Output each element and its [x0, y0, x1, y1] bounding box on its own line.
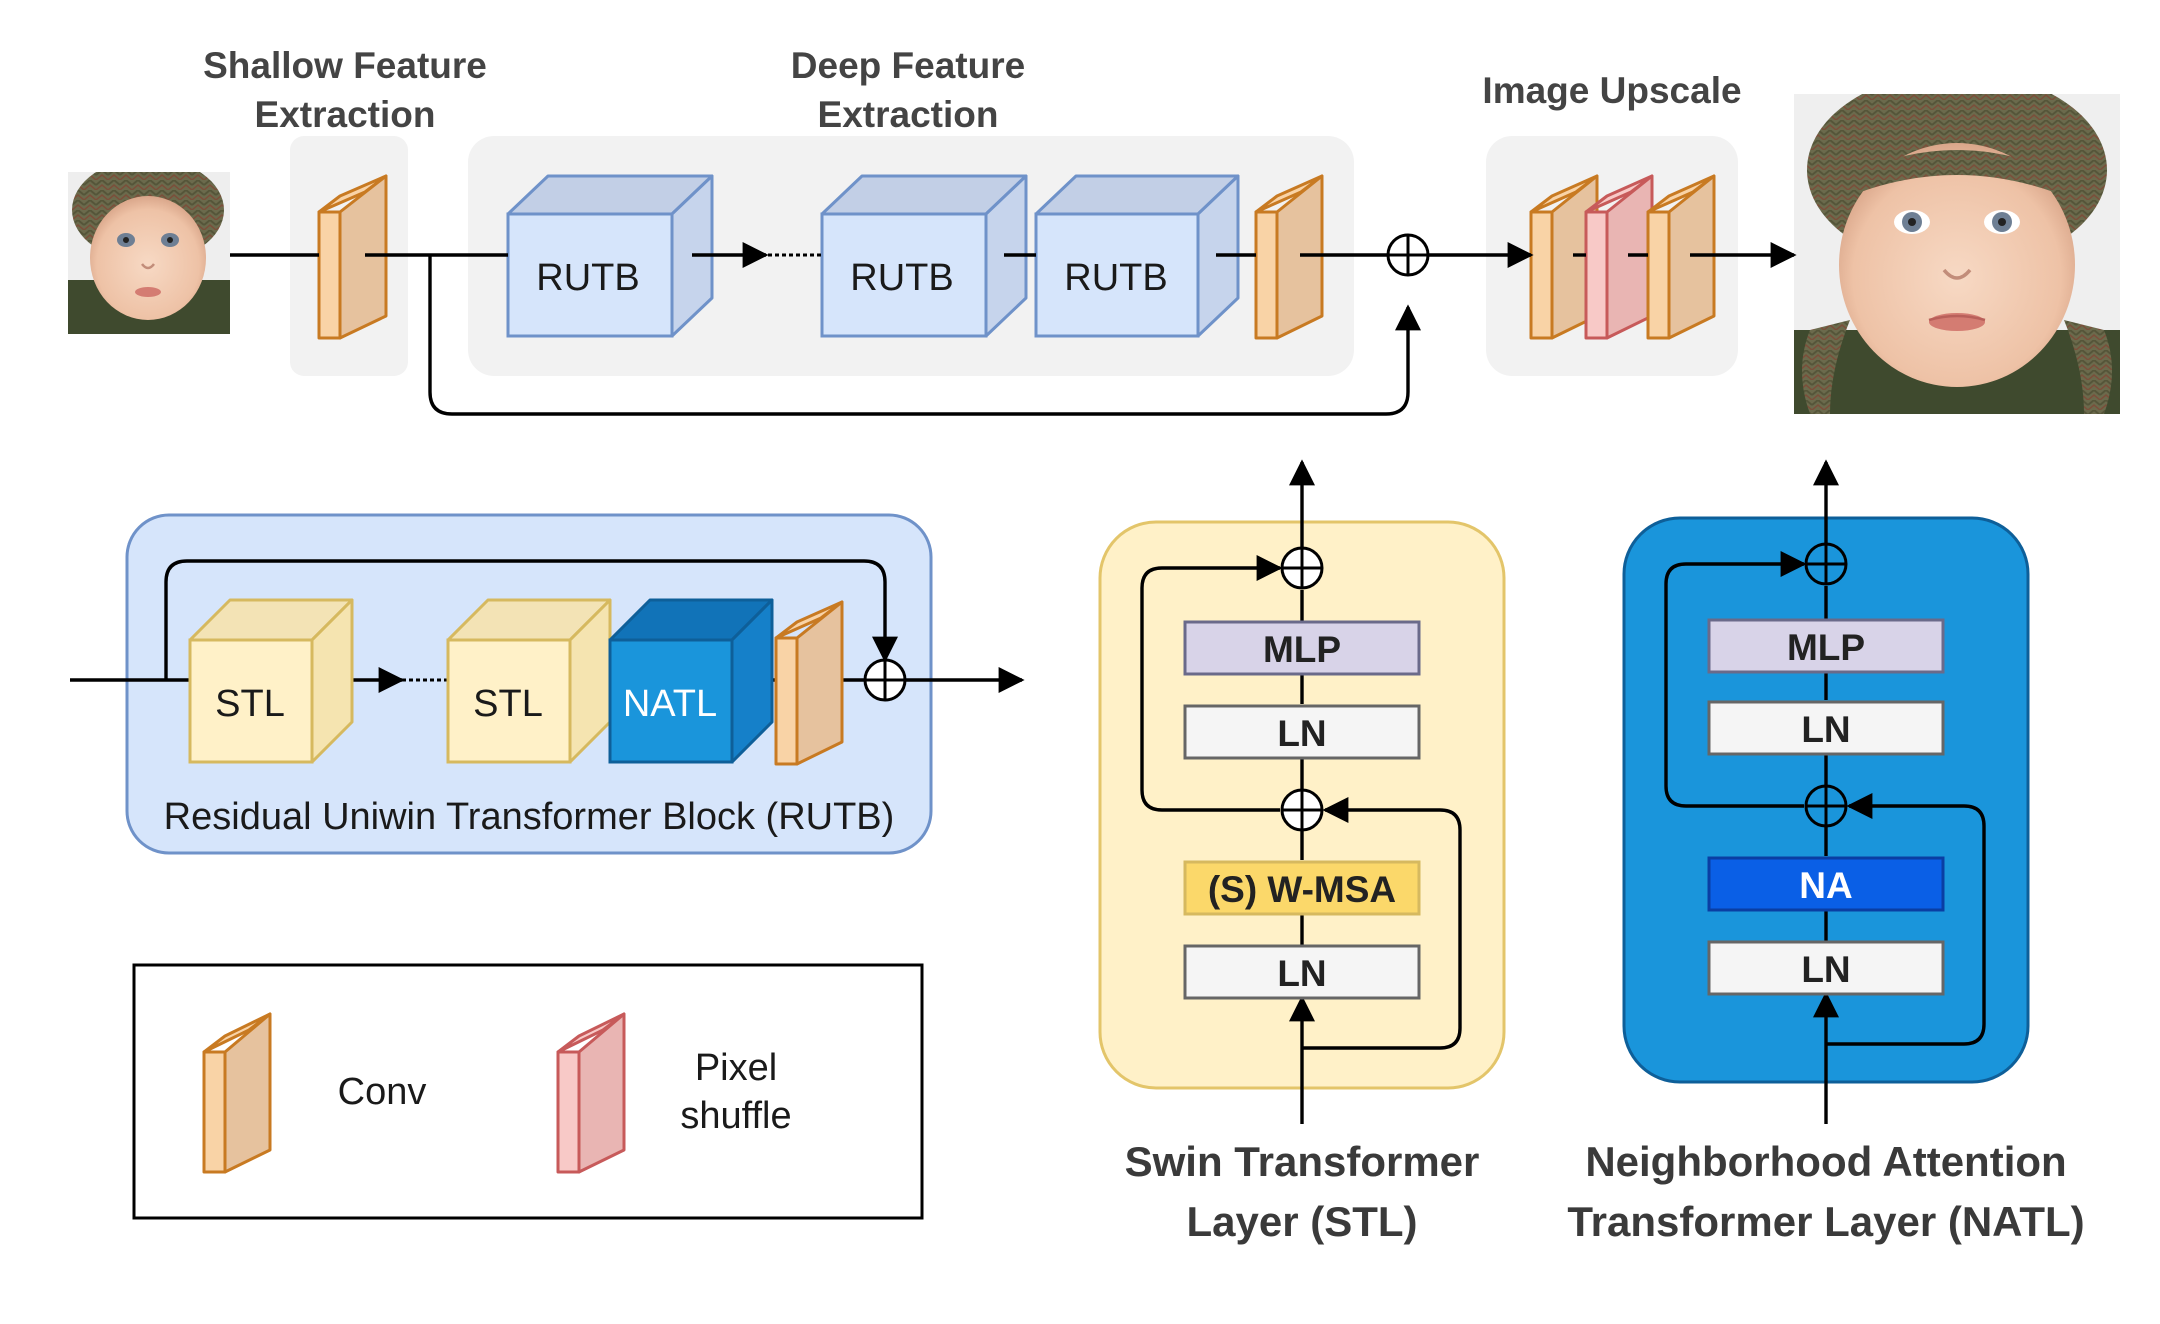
rutb-conv-block [774, 600, 844, 766]
stl-mlp-label: MLP [1263, 629, 1341, 670]
output-face-image [1794, 94, 2120, 414]
natl-detail-flow [1664, 459, 1986, 1124]
stl-label-2: STL [473, 683, 543, 725]
natl-caption-line1: Neighborhood Attention [1585, 1138, 2066, 1185]
upscale-pixel-shuffle [1584, 174, 1654, 340]
input-face-image [68, 172, 230, 334]
rutb-add-node [863, 658, 907, 702]
rutb-label-2: RUTB [850, 257, 953, 299]
rutb-label-1: RUTB [536, 257, 639, 299]
stl-wmsa-label: (S) W-MSA [1208, 869, 1396, 910]
shallow-title-line2: Extraction [255, 94, 436, 135]
natl-add-node-top [1804, 542, 1848, 586]
stl-detail-flow [1140, 459, 1462, 1124]
rutb-caption: Residual Uniwin Transformer Block (RUTB) [164, 796, 895, 838]
deep-conv-block [1254, 174, 1324, 340]
stl-caption-line2: Layer (STL) [1186, 1198, 1417, 1245]
stl-caption-line1: Swin Transformer [1125, 1138, 1480, 1185]
upscale-conv-2 [1646, 174, 1716, 340]
stl-add-node-top [1280, 546, 1324, 590]
natl-add-node-mid [1804, 784, 1848, 828]
legend-pixel-label-line1: Pixel [695, 1047, 777, 1089]
rutb-cube-3: RUTB [1034, 174, 1240, 338]
stl-ln-bottom-label: LN [1277, 953, 1326, 994]
stl-label-1: STL [215, 683, 285, 725]
natl-label: NATL [623, 683, 717, 725]
natl-caption-line2: Transformer Layer (NATL) [1567, 1198, 2084, 1245]
stl-cube-1: STL [188, 598, 354, 764]
legend-box [132, 963, 924, 1220]
rutb-cube-2: RUTB [820, 174, 1028, 338]
legend-conv-label: Conv [338, 1071, 427, 1113]
natl-na-box [1707, 856, 1945, 912]
stl-ln-top-label: LN [1277, 713, 1326, 754]
legend-pixel-label-line2: shuffle [680, 1095, 791, 1137]
top-add-node [1386, 233, 1430, 277]
natl-mlp-label: MLP [1787, 627, 1865, 668]
shallow-title-line1: Shallow Feature [203, 45, 487, 86]
legend-pixel-shuffle-icon [556, 1012, 626, 1174]
natl-na-label: NA [1799, 865, 1852, 906]
natl-ln-bottom-box [1707, 940, 1945, 996]
stl-ln-top-box [1183, 704, 1421, 760]
natl-ln-top-box [1707, 700, 1945, 756]
natl-cube: NATL [608, 598, 774, 764]
top-flow-arrows [230, 242, 1797, 416]
natl-mlp-box [1707, 618, 1945, 674]
deep-title-line2: Extraction [818, 94, 999, 135]
rutb-label-3: RUTB [1064, 257, 1167, 299]
rutb-cube-1: RUTB [506, 174, 714, 338]
natl-ln-top-label: LN [1801, 709, 1850, 750]
stl-ln-bottom-box [1183, 944, 1421, 1000]
stl-wmsa-box [1183, 860, 1421, 916]
natl-ln-bottom-label: LN [1801, 949, 1850, 990]
legend-conv-icon [202, 1012, 272, 1174]
upscale-title: Image Upscale [1482, 70, 1741, 111]
stl-add-node-mid [1280, 788, 1324, 832]
shallow-conv-block [317, 174, 388, 340]
stl-cube-2: STL [446, 598, 612, 764]
deep-title-line1: Deep Feature [791, 45, 1025, 86]
stl-mlp-box [1183, 620, 1421, 676]
